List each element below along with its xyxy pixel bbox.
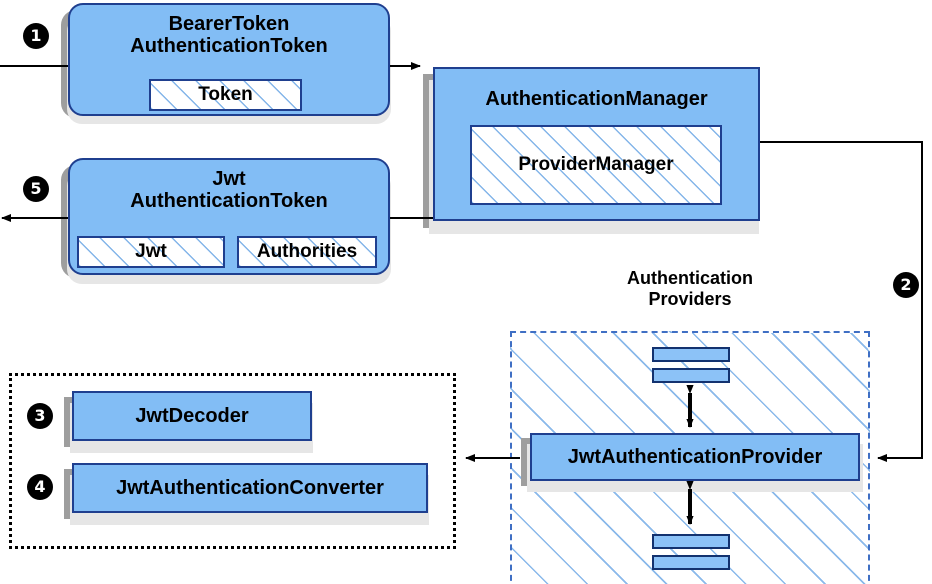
provider-manager-label: ProviderManager [518,154,674,175]
bearer-token-title-line2: AuthenticationToken [130,35,328,58]
step-badge-1-number: 1 [30,26,42,45]
authentication-manager-label: AuthenticationManager [485,88,708,110]
step-badge-3-number: 3 [34,406,46,425]
step-badge-1: 1 [23,23,49,49]
authorities-compartment[interactable]: Authorities [237,236,377,268]
jwt-decoder-label: JwtDecoder [135,404,249,427]
jwt-authentication-token-title-line2: AuthenticationToken [130,190,328,213]
jwt-authentication-converter-label: JwtAuthenticationConverter [116,476,384,499]
jwt-compartment-label: Jwt [135,241,167,262]
lower-provider-stack-bar-2 [652,555,730,570]
bearer-token-compartment-label: Token [198,84,253,105]
jwt-decoder[interactable]: JwtDecoder [72,391,312,441]
jwt-authentication-provider-label: JwtAuthenticationProvider [567,445,823,468]
step-badge-3: 3 [27,403,53,429]
bearer-token-compartment[interactable]: Token [149,79,302,111]
bearer-token-title-line1: BearerToken [168,13,290,35]
step-badge-2: 2 [893,272,919,298]
step-badge-5-number: 5 [30,179,42,198]
authentication-providers-title-line1: Authentication [627,268,753,288]
step-badge-5: 5 [23,176,49,202]
authorities-compartment-label: Authorities [256,241,358,262]
jwt-authentication-provider[interactable]: JwtAuthenticationProvider [530,433,860,481]
lower-provider-stack-bar-1 [652,534,730,549]
upper-provider-stack-bar-2 [652,368,730,383]
step-badge-4: 4 [27,474,53,500]
step-badge-4-number: 4 [34,477,46,496]
support-components-group [9,373,456,549]
authentication-providers-title: Authentication Providers [570,268,810,309]
authentication-providers-title-line2: Providers [648,288,732,309]
jwt-compartment[interactable]: Jwt [77,236,225,268]
step-badge-2-number: 2 [900,275,912,294]
jwt-authentication-converter[interactable]: JwtAuthenticationConverter [72,463,428,513]
jwt-authentication-token-title-line1: Jwt [212,168,246,190]
upper-provider-stack-bar-1 [652,347,730,362]
provider-manager-compartment[interactable]: ProviderManager [470,125,722,205]
